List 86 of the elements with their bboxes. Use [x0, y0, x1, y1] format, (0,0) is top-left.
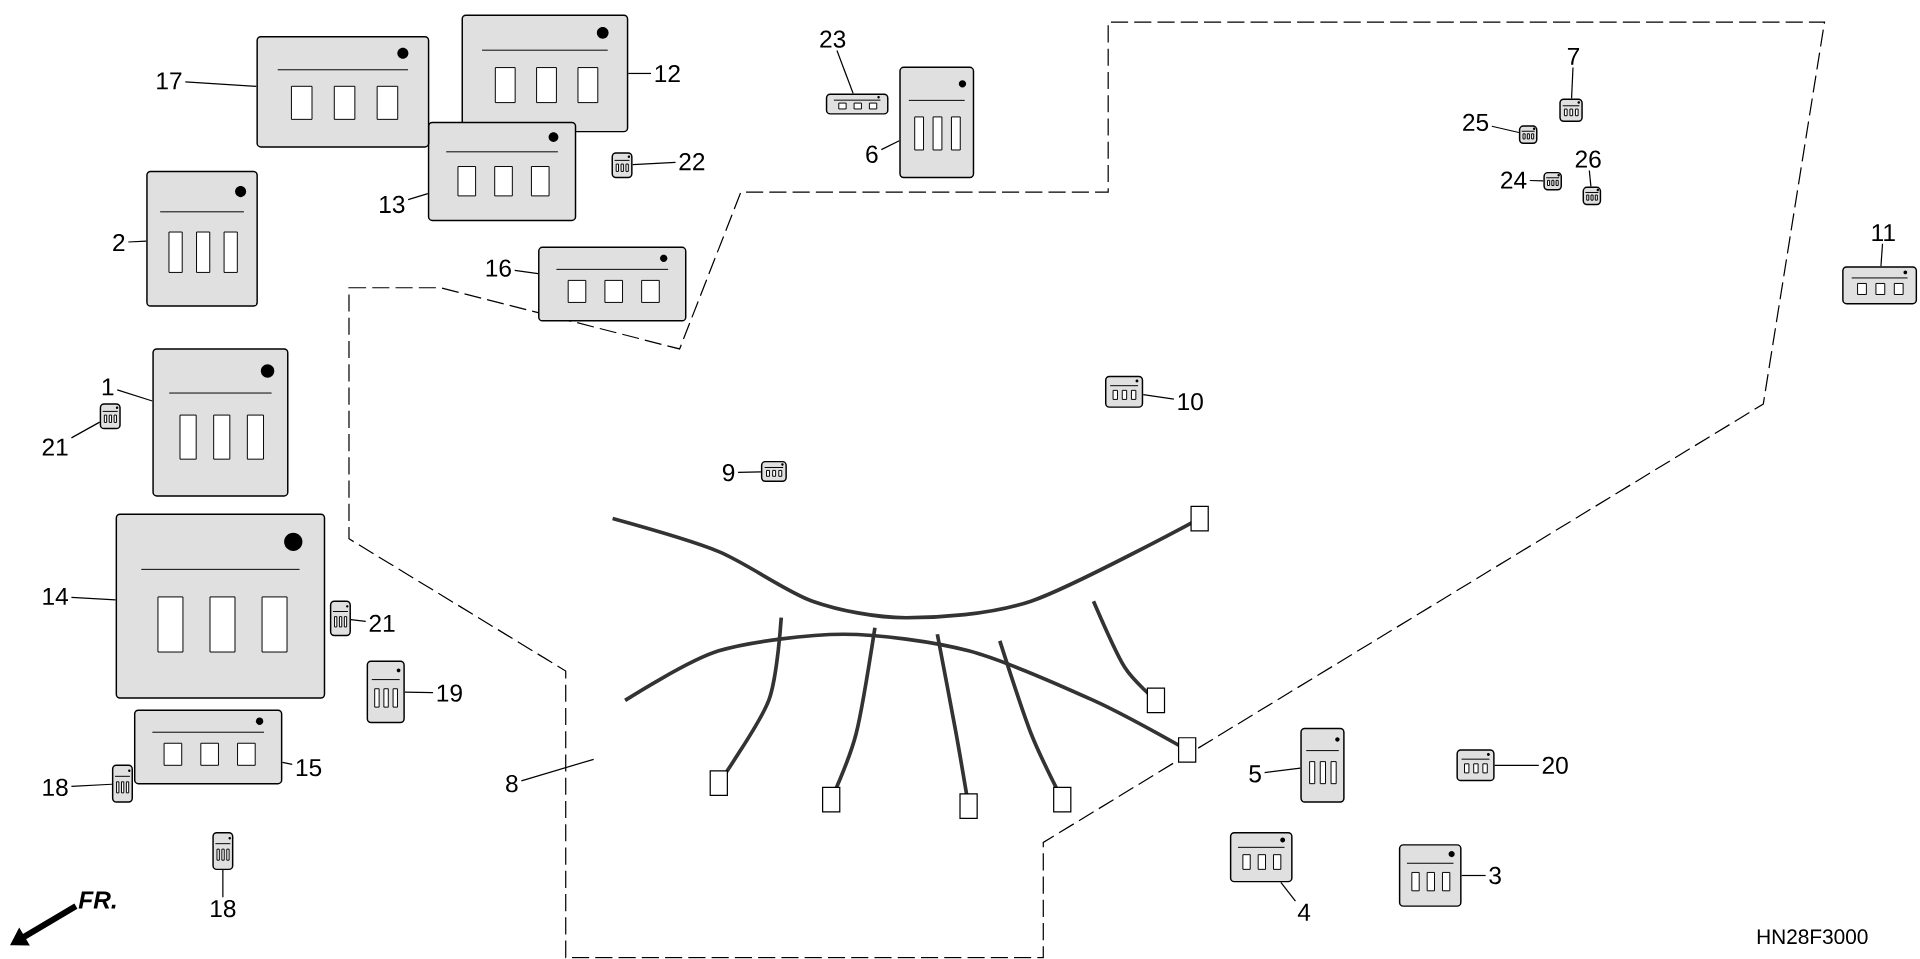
callout-number: 8	[506, 775, 518, 793]
part-drawing	[760, 461, 787, 483]
leader-line	[70, 421, 101, 439]
callout-number: 13	[380, 195, 405, 214]
part-drawing	[115, 513, 326, 699]
part-drawing	[366, 660, 405, 724]
callout-number: 25	[1463, 113, 1489, 132]
leader-line	[70, 596, 117, 601]
leader-line	[407, 193, 429, 201]
callout-number: 4	[1297, 903, 1311, 921]
leader-line	[70, 783, 113, 788]
callout-number: 21	[369, 614, 395, 632]
leader-line	[1280, 881, 1297, 902]
callout-number: 19	[437, 684, 462, 702]
leader-line	[631, 161, 677, 166]
part-drawing	[1300, 727, 1345, 803]
leader-line	[1494, 764, 1540, 766]
leader-line	[737, 471, 762, 474]
callout-number: 2	[113, 234, 125, 252]
part-drawing	[1398, 844, 1462, 907]
part-drawing	[152, 348, 289, 497]
part-drawing	[1842, 266, 1918, 305]
leader-line	[627, 72, 652, 75]
callout-number: 14	[43, 588, 68, 605]
leader-line	[116, 389, 153, 402]
callout-number: 26	[1575, 150, 1601, 168]
part-drawing	[1456, 749, 1495, 782]
callout-number: 18	[211, 900, 236, 918]
callout-number: 10	[1178, 393, 1203, 411]
callout-number: 1	[102, 378, 114, 396]
leader-line	[1880, 243, 1884, 267]
callout-number: 21	[42, 438, 68, 456]
part-drawing	[538, 246, 687, 322]
leader-line	[222, 869, 224, 898]
callout-number: 5	[1249, 765, 1261, 783]
part-drawing	[99, 403, 121, 430]
callout-number: 23	[820, 30, 846, 48]
leader-line	[184, 81, 258, 88]
part-drawing	[1518, 125, 1538, 145]
leader-line	[514, 269, 539, 275]
part-drawing	[111, 764, 133, 803]
part-drawing	[146, 170, 258, 307]
part-drawing	[1582, 186, 1602, 206]
part-drawing	[1229, 832, 1293, 883]
leader-line	[1529, 180, 1544, 182]
leader-line	[350, 619, 367, 623]
callout-number: 16	[486, 259, 511, 277]
part-drawing	[1543, 172, 1562, 191]
callout-number: 20	[1542, 756, 1568, 775]
leader-line	[281, 761, 293, 766]
leader-line	[880, 140, 900, 151]
part-drawing	[461, 14, 629, 133]
part-drawing	[1105, 375, 1144, 408]
leader-line	[1142, 394, 1175, 400]
leader-line	[127, 240, 147, 243]
callout-number: 12	[655, 65, 680, 83]
callout-number: 18	[43, 778, 68, 797]
callout-number: 24	[1501, 171, 1527, 189]
leader-line	[404, 691, 434, 694]
callout-number: 22	[679, 153, 705, 171]
direction-label: FR.	[78, 891, 116, 909]
part-drawing	[329, 600, 351, 637]
leader-line	[1264, 767, 1301, 774]
leader-line	[1460, 875, 1487, 877]
leader-line	[520, 758, 595, 782]
part-drawing	[427, 121, 577, 222]
callout-number: 7	[1567, 48, 1580, 65]
callout-number: 15	[296, 759, 322, 777]
part-drawing	[133, 709, 283, 785]
leader-line	[1588, 170, 1592, 188]
callout-number: 11	[1872, 224, 1895, 242]
part-drawing	[899, 66, 975, 179]
leader-line	[836, 50, 854, 95]
callout-number: 17	[157, 72, 182, 90]
drawing-code: HN28F3000	[1757, 929, 1868, 945]
leader-line	[1491, 125, 1520, 134]
leader-line	[1570, 66, 1574, 100]
part-drawing	[256, 36, 430, 148]
callout-number: 9	[722, 464, 735, 482]
part-drawing	[825, 93, 889, 115]
part-drawing	[1559, 98, 1583, 123]
callout-number: 3	[1489, 866, 1501, 885]
callout-number: 6	[866, 145, 878, 164]
part-drawing	[212, 832, 234, 871]
wiring-harness-drawing	[612, 505, 1209, 820]
part-drawing	[611, 152, 633, 179]
